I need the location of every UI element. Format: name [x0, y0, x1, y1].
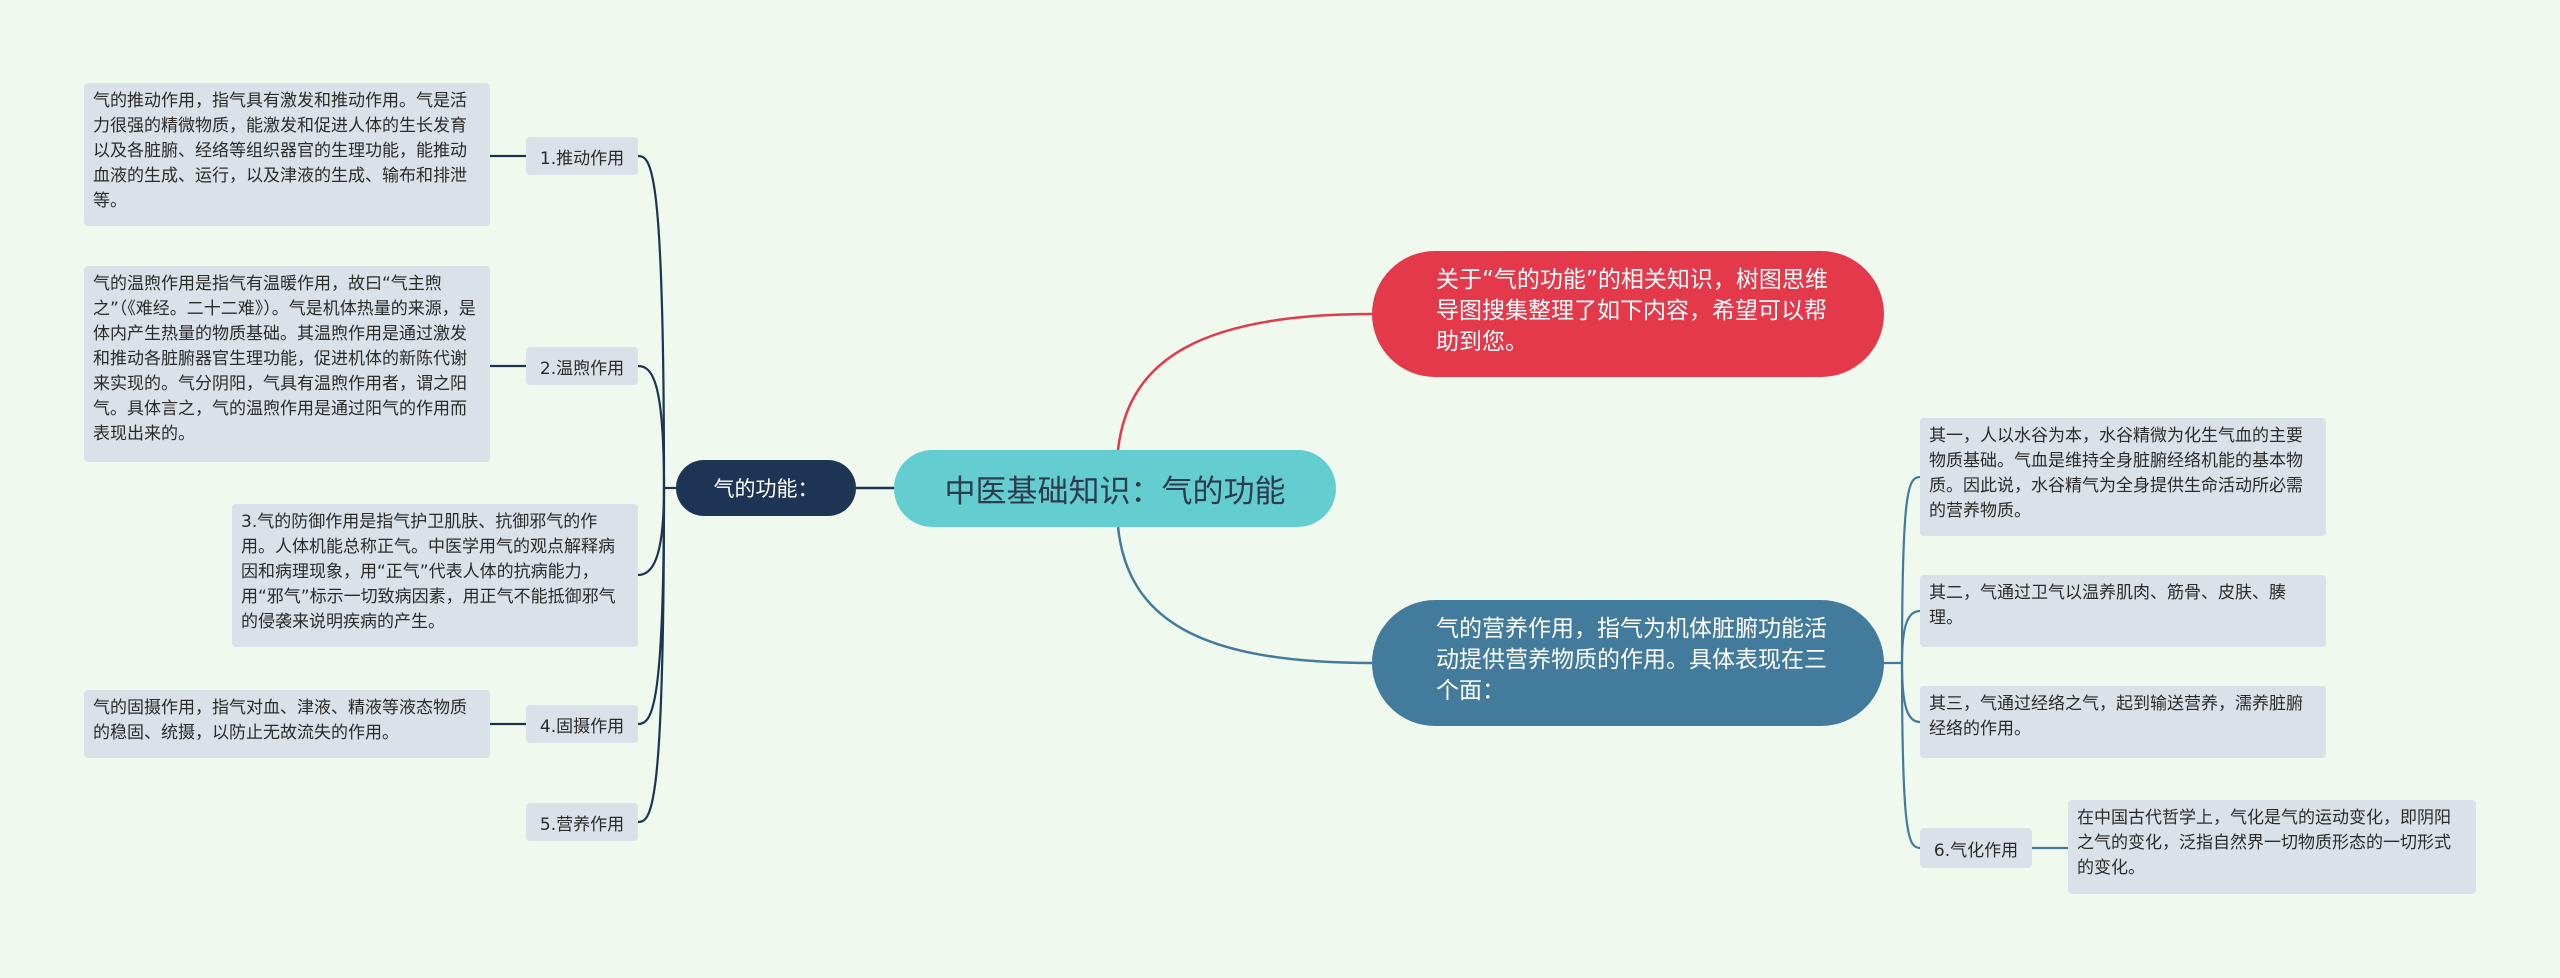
warm-label[interactable]: 2.温煦作用 — [526, 347, 638, 385]
defend-text[interactable]: 3.气的防御作用是指气护卫肌肤、抗御邪气的作用。人体机能总称正气。中医学用气的观… — [232, 504, 638, 647]
qihua-label[interactable]: 6.气化作用 — [1920, 828, 2032, 868]
push-label[interactable]: 1.推动作用 — [526, 137, 638, 175]
nutrition-item-2[interactable]: 其二，气通过卫气以温养肌肉、筋骨、皮肤、腠理。 — [1920, 575, 2326, 647]
qihua-text[interactable]: 在中国古代哲学上，气化是气的运动变化，即阴阳之气的变化，泛指自然界一切物质形态的… — [2068, 800, 2476, 894]
connectors-nutrition — [1884, 475, 2068, 850]
intro-node[interactable]: 关于“气的功能”的相关知识，树图思维导图搜集整理了如下内容，希望可以帮助到您。 — [1372, 251, 1884, 377]
nutrition-node[interactable]: 气的营养作用，指气为机体脏腑功能活动提供营养物质的作用。具体表现在三个面： — [1372, 600, 1884, 726]
secure-text[interactable]: 气的固摄作用，指气对血、津液、精液等液态物质的稳固、统摄，以防止无故流失的作用。 — [84, 690, 490, 758]
push-text[interactable]: 气的推动作用，指气具有激发和推动作用。气是活力很强的精微物质，能激发和促进人体的… — [84, 83, 490, 226]
root-topic[interactable]: 中医基础知识：气的功能 — [894, 450, 1336, 527]
secure-label[interactable]: 4.固摄作用 — [526, 705, 638, 743]
nutrition-item-3[interactable]: 其三，气通过经络之气，起到输送营养，濡养脏腑经络的作用。 — [1920, 686, 2326, 758]
functions-node[interactable]: 气的功能： — [676, 460, 856, 516]
connectors-functions — [490, 154, 676, 824]
nourish-label[interactable]: 5.营养作用 — [526, 803, 638, 841]
warm-text[interactable]: 气的温煦作用是指气有温暖作用，故曰“气主煦之”（《难经。二十二难》）。气是机体热… — [84, 266, 490, 462]
nutrition-item-1[interactable]: 其一，人以水谷为本，水谷精微为化生气血的主要物质基础。气血是维持全身脏腑经络机能… — [1920, 418, 2326, 536]
connector-root-nutrition — [1116, 526, 1373, 665]
connector-root-intro — [1116, 312, 1373, 451]
